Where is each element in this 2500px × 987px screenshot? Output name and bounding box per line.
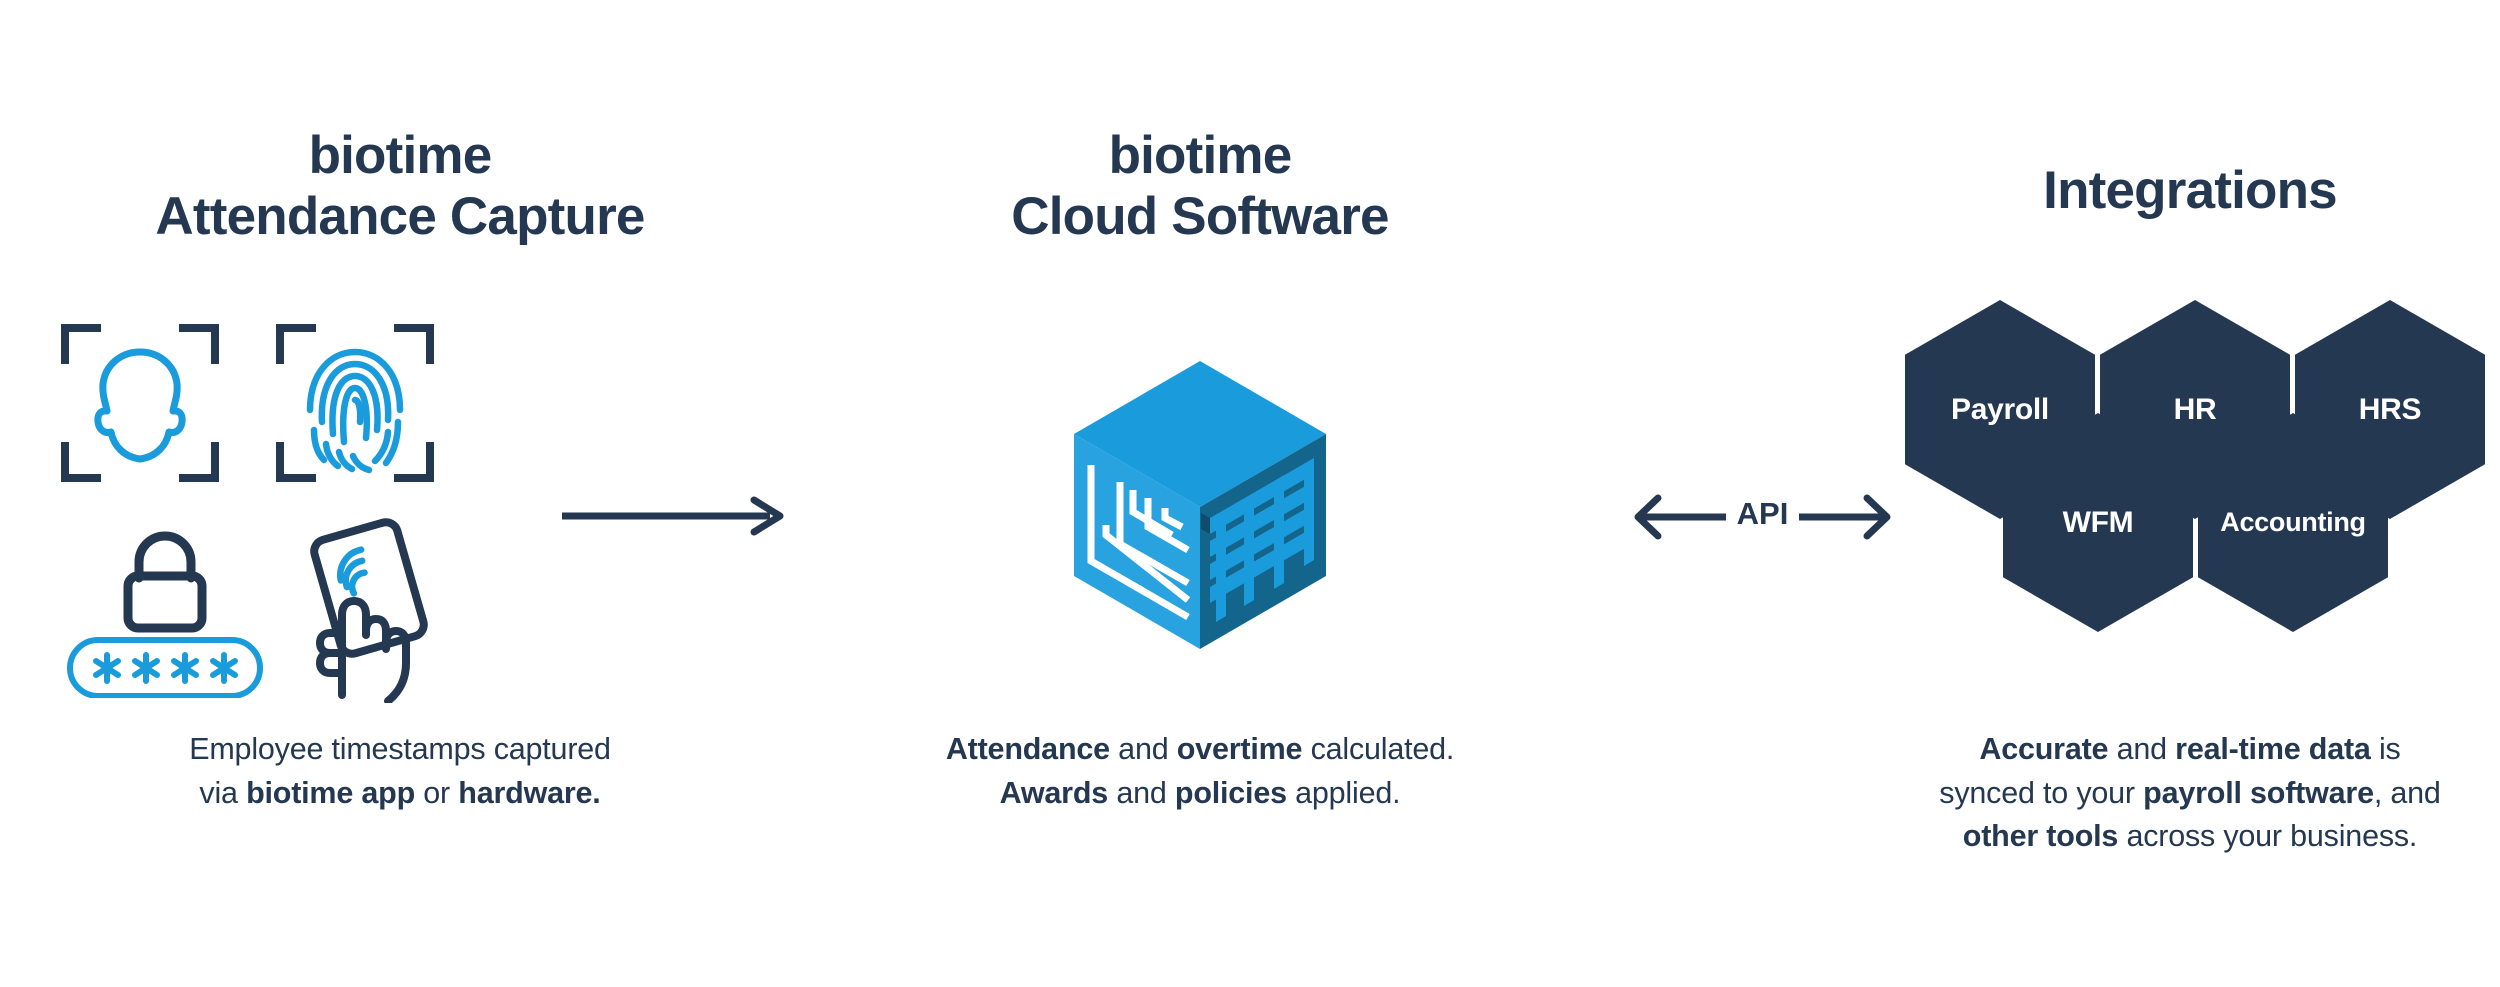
flow-arrow-capture-to-cloud bbox=[560, 496, 790, 536]
capture-caption-line2-mid: or bbox=[415, 775, 459, 810]
cloud-heading-line2: Cloud Software bbox=[1011, 187, 1389, 247]
integrations-caption-bold-payroll-software: payroll software bbox=[2143, 775, 2374, 810]
cloud-caption-bold-policies: policies bbox=[1174, 775, 1287, 810]
hexagon-hr-label: HR bbox=[2173, 392, 2217, 426]
integrations-heading: Integrations bbox=[2043, 161, 2338, 220]
capture-caption-line1: Employee timestamps captured bbox=[189, 732, 611, 766]
integrations-caption-bold-other-tools: other tools bbox=[1962, 819, 2119, 854]
hexagon-payroll-label: Payroll bbox=[1951, 392, 2049, 426]
capture-caption: Employee timestamps captured via biotime … bbox=[0, 728, 800, 815]
cloud-caption-tail1: calculated. bbox=[1302, 732, 1455, 766]
cloud-caption-mid1: and bbox=[1109, 732, 1177, 766]
hexagon-accounting-label: Accounting bbox=[2220, 507, 2366, 537]
hexagon-accounting[interactable]: Accounting bbox=[2198, 413, 2388, 632]
capture-heading-line2: Attendance Capture bbox=[155, 187, 645, 247]
integrations-caption-tail3: across your business. bbox=[2118, 819, 2418, 854]
integrations-caption-line2-prefix: synced to your bbox=[1939, 775, 2144, 810]
cloud-caption-bold-attendance: Attendance bbox=[945, 732, 1110, 766]
integrations-caption-bold-realtime: real-time data bbox=[2175, 732, 2371, 766]
cloud-caption-bold-overtime: overtime bbox=[1176, 732, 1303, 766]
capture-caption-bold-app: biotime app bbox=[246, 775, 416, 810]
capture-heading-line1: biotime bbox=[308, 126, 493, 185]
integrations-caption-tail1: is bbox=[2370, 732, 2401, 766]
capture-caption-bold-hardware: hardware. bbox=[458, 775, 601, 810]
cloud-caption: Attendance and overtime calculated. Award… bbox=[880, 728, 1520, 815]
api-bidirectional-arrow bbox=[1630, 486, 1895, 548]
cloud-caption-tail2: applied. bbox=[1286, 775, 1401, 810]
isometric-cube-icon bbox=[1060, 355, 1340, 655]
hexagon-hrs-label: HRS bbox=[2358, 392, 2422, 426]
integrations-caption-tail2: , and bbox=[2373, 775, 2441, 810]
cloud-caption-mid2: and bbox=[1108, 775, 1175, 810]
cloud-heading-line1: biotime bbox=[1108, 126, 1293, 185]
column-integrations: Integrations Payroll HR HRS WFM Accounti… bbox=[1880, 0, 2500, 987]
capture-caption-line2-prefix: via bbox=[199, 775, 247, 810]
capture-icon-grid bbox=[55, 318, 485, 708]
integrations-caption: Accurate and real-time data is synced to … bbox=[1880, 728, 2500, 859]
hexagon-wfm-label: WFM bbox=[2062, 505, 2134, 539]
face-scan-icon bbox=[55, 318, 225, 488]
pin-code-icon bbox=[60, 518, 270, 699]
fingerprint-scan-icon bbox=[270, 318, 440, 488]
integrations-hexagon-cluster: Payroll HR HRS WFM Accounting bbox=[1900, 300, 2485, 650]
cloud-caption-bold-awards: Awards bbox=[999, 775, 1109, 810]
integrations-caption-mid1: and bbox=[2108, 732, 2176, 766]
integrations-caption-bold-accurate: Accurate bbox=[1979, 732, 2109, 766]
rfid-card-tap-icon bbox=[280, 513, 460, 705]
